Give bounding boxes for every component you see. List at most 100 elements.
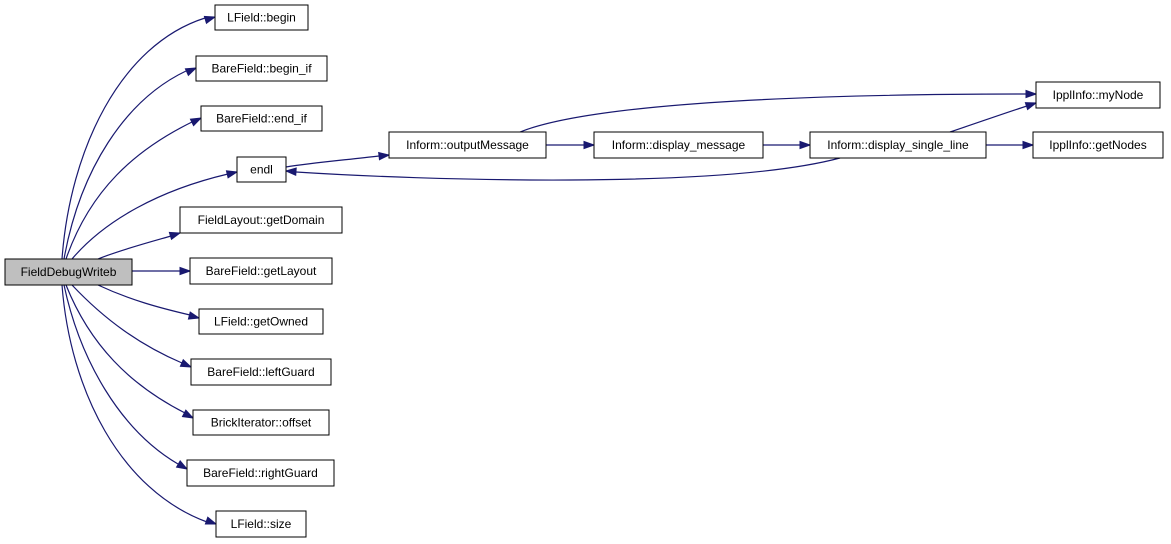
arrowhead	[187, 311, 201, 320]
node-box	[186, 459, 335, 487]
edge-line	[63, 70, 187, 260]
edge-line	[61, 284, 208, 523]
node-box	[195, 55, 328, 82]
node-ipplinfo-mynode[interactable]: IpplInfo::myNode	[1035, 81, 1161, 109]
node-barefield-rightguard[interactable]: BareField::rightGuard	[186, 459, 335, 487]
edge-inform_display_message-to-inform_display_single_line	[763, 140, 812, 150]
node-box	[198, 308, 324, 335]
node-inform-display-single-line[interactable]: Inform::display_single_line	[809, 131, 987, 159]
nodes-layer: FieldDebugWriteb LField::beginBareField::…	[4, 4, 1164, 538]
node-lfield-begin[interactable]: LField::begin	[214, 4, 309, 31]
node-label: BareField::rightGuard	[203, 466, 318, 480]
node-box	[1035, 81, 1161, 109]
node-lfield-size[interactable]: LField::size	[215, 510, 307, 538]
node-inform-display-message[interactable]: Inform::display_message	[593, 131, 764, 159]
arrowhead	[1024, 102, 1038, 111]
arrowhead	[179, 266, 192, 276]
arrowhead	[184, 67, 198, 77]
arrowhead	[175, 459, 189, 470]
node-box	[4, 258, 133, 286]
edge-inform_outputmessage-to-inform_display_message	[546, 140, 596, 150]
arrowhead	[189, 117, 203, 127]
edge-line	[65, 121, 193, 260]
node-label: BareField::begin_if	[211, 62, 312, 76]
arrowhead	[284, 167, 297, 177]
node-label: BareField::end_if	[216, 112, 307, 126]
node-label: BareField::getLayout	[206, 264, 317, 278]
arrowhead	[181, 409, 195, 419]
node-label: LField::getOwned	[214, 315, 308, 329]
node-box	[215, 510, 307, 538]
node-label: FieldLayout::getDomain	[198, 213, 325, 227]
edges-layer	[61, 15, 1038, 525]
node-box	[388, 131, 547, 159]
edge-endl-to-inform_outputmessage	[285, 151, 391, 168]
node-fieldlayout-getdomain[interactable]: FieldLayout::getDomain	[179, 206, 343, 234]
edge-root-to-lfield_size	[61, 284, 218, 525]
edge-root-to-lfield_begin	[61, 15, 217, 260]
node-label: endl	[250, 163, 273, 177]
node-brickiterator-offset[interactable]: BrickIterator::offset	[192, 409, 330, 436]
node-endl[interactable]: endl	[236, 156, 287, 183]
node-label: FieldDebugWriteb	[21, 265, 117, 279]
edge-line	[63, 284, 179, 465]
node-box	[192, 409, 330, 436]
edge-line	[949, 105, 1028, 133]
node-inform-outputmessage[interactable]: Inform::outputMessage	[388, 131, 547, 159]
arrowhead	[203, 15, 217, 25]
node-label: BareField::leftGuard	[207, 365, 314, 379]
node-lfield-getowned[interactable]: LField::getOwned	[198, 308, 324, 335]
node-box	[809, 131, 987, 159]
node-barefield-getlayout[interactable]: BareField::getLayout	[189, 257, 333, 285]
node-box	[190, 358, 332, 386]
edge-line	[295, 157, 841, 181]
node-label: LField::size	[231, 517, 292, 531]
node-box	[200, 105, 323, 132]
node-barefield-begin-if[interactable]: BareField::begin_if	[195, 55, 328, 82]
edge-inform_display_single_line-to-ipplinfo_mynode	[949, 102, 1038, 133]
node-box	[179, 206, 343, 234]
node-ipplinfo-getnodes[interactable]: IpplInfo::getNodes	[1032, 131, 1164, 159]
arrowhead	[168, 231, 182, 241]
node-box	[593, 131, 764, 159]
edge-line	[285, 155, 380, 168]
arrowhead	[1022, 140, 1035, 150]
arrowhead	[799, 140, 812, 150]
edge-inform_display_single_line-to-endl	[284, 157, 841, 181]
edge-line	[97, 235, 172, 260]
edge-line	[61, 17, 206, 260]
edge-root-to-lfield_getowned	[97, 284, 201, 320]
node-box	[189, 257, 333, 285]
edge-root-to-barefield_getlayout	[132, 266, 192, 276]
edge-root-to-barefield_end_if	[65, 117, 203, 260]
node-label: IpplInfo::myNode	[1053, 88, 1144, 102]
edge-line	[65, 284, 186, 414]
edge-root-to-endl	[71, 170, 239, 260]
edge-root-to-brickiterator_offset	[65, 284, 195, 419]
edge-line	[71, 173, 229, 260]
arrowhead	[378, 151, 391, 161]
arrowhead	[225, 170, 239, 179]
node-barefield-end-if[interactable]: BareField::end_if	[200, 105, 323, 132]
node-root[interactable]: FieldDebugWriteb	[4, 258, 133, 286]
edge-root-to-barefield_rightguard	[63, 284, 189, 470]
node-label: BrickIterator::offset	[211, 416, 312, 430]
edge-line	[97, 284, 191, 316]
arrowhead	[1025, 89, 1038, 99]
node-label: LField::begin	[227, 11, 296, 25]
edge-root-to-fieldlayout_getdomain	[97, 231, 182, 260]
node-box	[236, 156, 287, 183]
node-label: Inform::outputMessage	[406, 138, 529, 152]
node-box	[214, 4, 309, 31]
node-label: Inform::display_single_line	[827, 138, 969, 152]
edge-inform_outputmessage-to-ipplinfo_mynode	[519, 89, 1038, 133]
arrowhead	[583, 140, 596, 150]
node-label: Inform::display_message	[612, 138, 746, 152]
edge-root-to-barefield_leftguard	[71, 284, 193, 368]
node-label: IpplInfo::getNodes	[1049, 138, 1146, 152]
node-barefield-leftguard[interactable]: BareField::leftGuard	[190, 358, 332, 386]
arrowhead	[204, 516, 218, 525]
edge-inform_display_single_line-to-ipplinfo_getnodes	[986, 140, 1035, 150]
edge-line	[519, 93, 1027, 133]
